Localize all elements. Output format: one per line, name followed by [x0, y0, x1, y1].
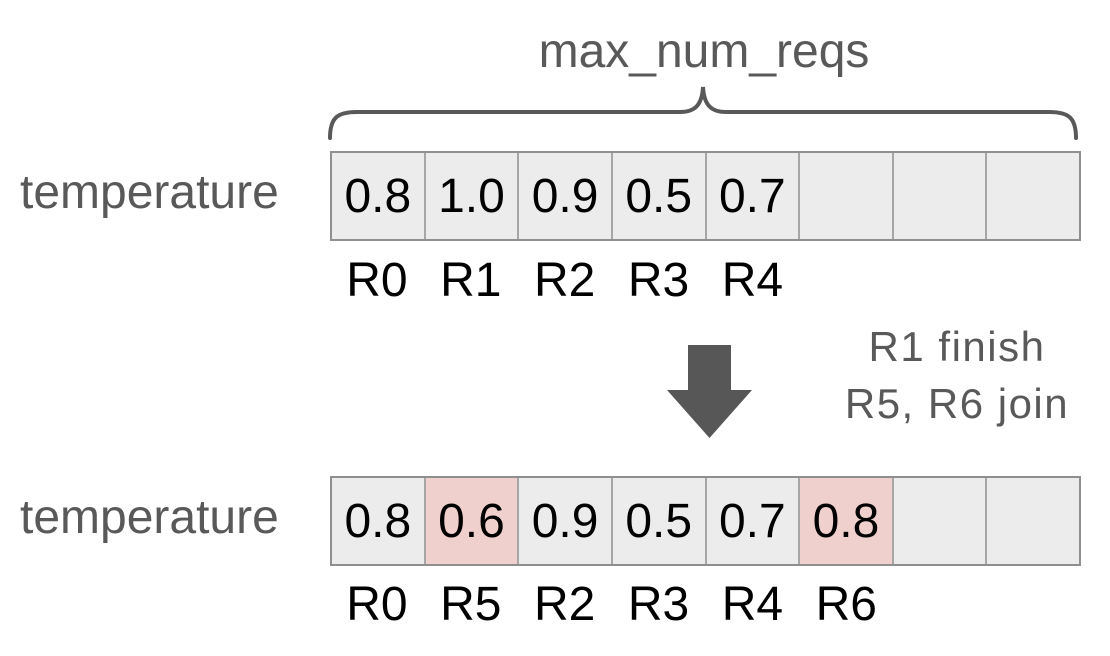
- request-id-label: R2: [534, 578, 596, 631]
- array-cell: 0.9: [519, 153, 613, 239]
- request-id-label: R3: [627, 578, 690, 631]
- max-num-reqs-title: max_num_reqs: [538, 25, 870, 78]
- request-id-label: R4: [721, 254, 784, 307]
- request-labels-after: R0 R5 R2 R3 R4 R6: [330, 577, 1081, 632]
- transition-line-1: R1 finish: [868, 323, 1046, 370]
- request-id-label: R0: [346, 254, 408, 307]
- request-id-label: [893, 577, 987, 632]
- array-cell: [893, 478, 988, 564]
- array-cell: 0.8: [332, 153, 426, 239]
- request-labels-before: R0 R1 R2 R3 R4: [330, 253, 1081, 308]
- request-id-label: R6: [815, 578, 877, 631]
- request-id-label: R2: [534, 254, 596, 307]
- down-arrow-icon: [667, 345, 752, 438]
- array-cell: 0.7: [706, 153, 801, 239]
- array-cell-highlighted: 0.6: [425, 478, 520, 564]
- array-cell-highlighted: 0.8: [800, 478, 894, 564]
- request-id-label: [987, 253, 1081, 308]
- array-cell: [987, 478, 1079, 564]
- array-cell: [800, 153, 894, 239]
- request-id-label: [799, 253, 893, 308]
- array-cell: 0.5: [612, 478, 707, 564]
- request-id-label: [893, 253, 987, 308]
- request-id-label: R3: [627, 254, 690, 307]
- array-cell: 0.7: [706, 478, 801, 564]
- request-id-label: [987, 577, 1081, 632]
- request-id-label: R5: [440, 578, 502, 631]
- temperature-label-after: temperature: [20, 491, 279, 544]
- transition-note: R1 finish R5, R6 join: [828, 318, 1086, 432]
- array-cell: 0.9: [519, 478, 613, 564]
- request-id-label: R0: [346, 578, 408, 631]
- array-cell: [987, 153, 1079, 239]
- request-id-label: R4: [721, 578, 784, 631]
- horizontal-brace-icon: [328, 86, 1078, 140]
- array-cell: 0.8: [332, 478, 426, 564]
- temperature-label-before: temperature: [20, 166, 279, 219]
- request-id-label: R1: [440, 254, 502, 307]
- array-cell: 0.5: [612, 153, 707, 239]
- array-cell: [893, 153, 988, 239]
- transition-line-2: R5, R6 join: [844, 380, 1070, 427]
- array-cell: 1.0: [425, 153, 520, 239]
